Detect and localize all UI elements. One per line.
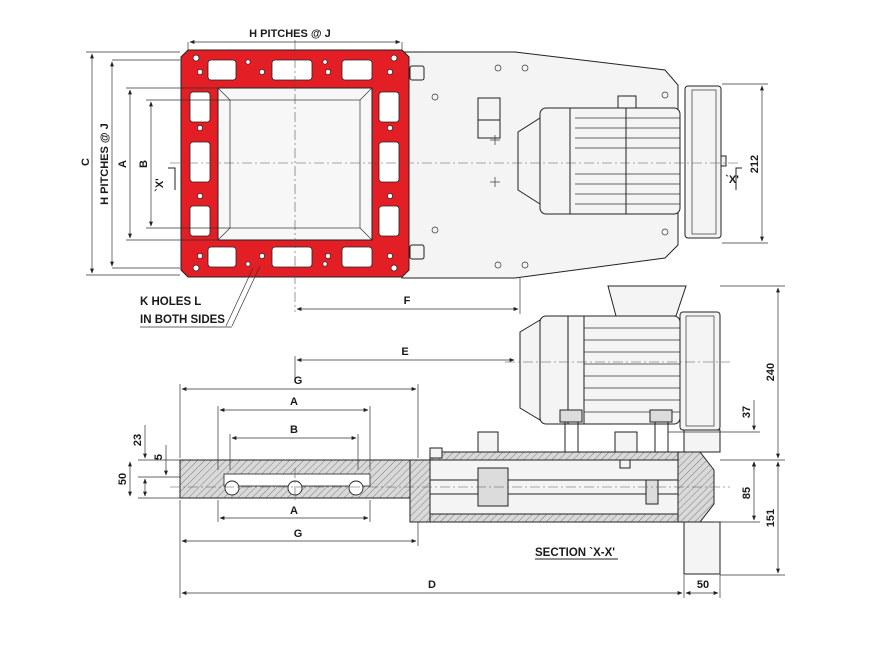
label-d: D <box>428 579 436 591</box>
label-50-left: 50 <box>117 473 129 485</box>
top-gearbox-inner <box>691 89 717 235</box>
flange-bolts <box>192 54 398 272</box>
label-85: 85 <box>741 487 753 499</box>
top-valve-block <box>477 97 501 121</box>
top-ear-left-b <box>409 244 425 260</box>
label-section: SECTION `X-X' <box>535 547 615 559</box>
top-ear-left <box>409 65 425 81</box>
section-view <box>170 285 730 575</box>
label-f: F <box>404 295 411 307</box>
label-212: 212 <box>749 155 761 173</box>
top-valve-block-b <box>477 119 501 139</box>
label-x-right: `X' <box>725 174 739 186</box>
section-dimensions: E G A B A G D 50 <box>117 285 785 598</box>
side-fitting-4 <box>619 459 631 469</box>
side-motor-body <box>539 315 681 425</box>
side-end-plate <box>683 521 721 575</box>
side-motor-band <box>567 315 585 425</box>
label-c: C <box>80 158 92 166</box>
label-50-bottom: 50 <box>697 579 709 591</box>
side-flange-right <box>409 459 431 523</box>
top-motor-nose <box>517 117 541 205</box>
label-k-holes-1: K HOLES L <box>140 296 201 308</box>
top-view <box>170 40 740 312</box>
label-37: 37 <box>741 406 753 418</box>
side-housing-top <box>429 451 679 461</box>
label-g-low: G <box>294 528 303 540</box>
top-gearbox <box>684 85 722 239</box>
label-x-left: `X' <box>154 178 166 192</box>
label-a-left: A <box>117 160 129 168</box>
side-motor-bolts <box>559 409 673 452</box>
label-b-left: B <box>138 160 150 168</box>
label-e: E <box>401 346 408 358</box>
label-h-pitches-top: H PITCHES @ J <box>249 28 331 40</box>
side-fitting-1 <box>477 431 499 453</box>
side-end-plate-top <box>683 429 721 453</box>
top-shaft-stub <box>720 155 727 167</box>
label-k-holes-2: IN BOTH SIDES <box>140 314 225 326</box>
label-151: 151 <box>765 509 777 527</box>
side-piston-head <box>645 479 659 505</box>
side-fitting-2 <box>614 431 638 453</box>
top-motor-terminal <box>617 95 637 109</box>
side-motor-terminal-box <box>607 285 687 317</box>
side-housing-bot <box>429 513 679 523</box>
label-a-low: A <box>290 505 298 517</box>
top-motor-fins <box>575 117 680 205</box>
side-fitting-3 <box>429 447 443 459</box>
label-5: 5 <box>153 454 165 460</box>
top-crosses <box>431 64 669 269</box>
label-h-pitches-side: H PITCHES @ J <box>99 123 111 205</box>
label-23: 23 <box>132 434 144 446</box>
label-240: 240 <box>765 363 777 381</box>
top-motor-box <box>569 107 627 215</box>
side-motor-nose <box>519 319 541 421</box>
top-dimensions: H PITCHES @ J C H PITCHES @ J A B `X' `X… <box>80 28 768 328</box>
label-a-mid: A <box>290 396 298 408</box>
flange-slots <box>189 59 400 268</box>
label-b-mid: B <box>290 424 298 436</box>
label-g-top: G <box>294 375 303 387</box>
inner-opening <box>217 87 373 241</box>
